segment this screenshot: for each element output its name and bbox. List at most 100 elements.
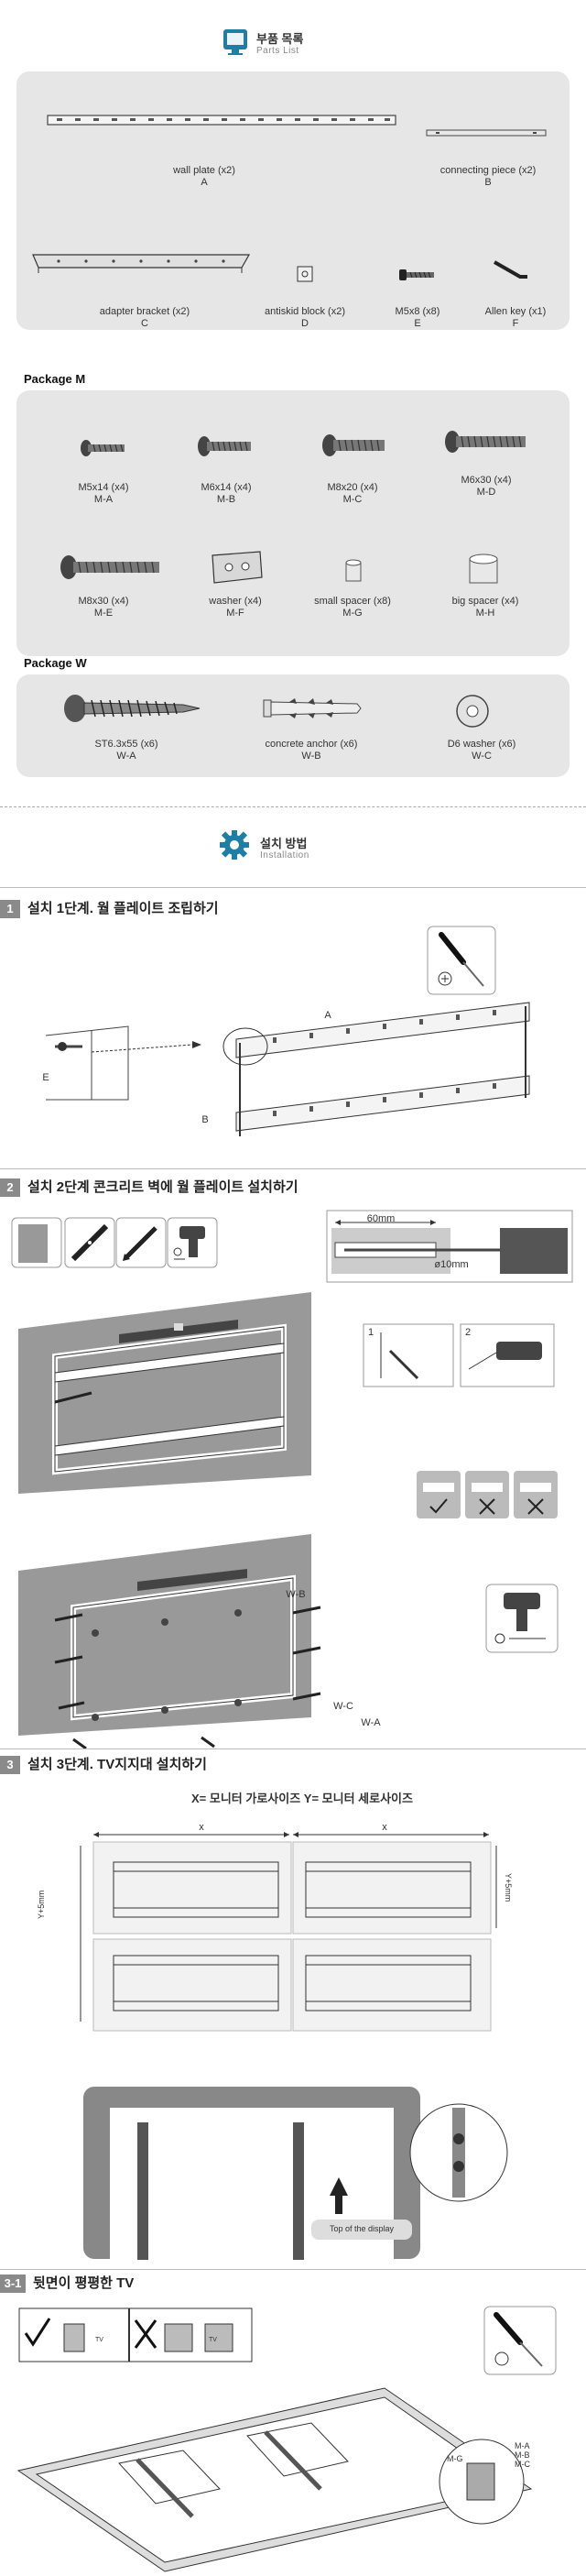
m-a-name: M5x14 (x4) [78, 482, 129, 493]
w-a-name: ST6.3x55 (x6) [94, 739, 158, 750]
m-e-name: M8x30 (x4) [78, 596, 129, 607]
part-b-letter: B [484, 177, 492, 188]
wall-plate-drawing [47, 115, 396, 126]
wall-with-plate-2 [18, 1534, 321, 1750]
screwdriver-icon [483, 2306, 557, 2375]
parts-panel: wall plate (x2) A connecting piece (x2) … [16, 71, 570, 330]
top-of-display-label: Top of the display [329, 2224, 395, 2233]
label-m-b: M-B [515, 2450, 530, 2460]
section-divider [0, 806, 586, 807]
step-number: 1 [0, 900, 20, 918]
parts-list-header: 부품 목록 Parts List [212, 26, 377, 62]
m-h-code: M-H [475, 608, 495, 619]
part-e-letter: E [414, 318, 421, 329]
label-e: E [42, 1072, 49, 1083]
tv-label-2: TV [209, 2337, 217, 2343]
w-c-name: D6 washer (x6) [447, 739, 516, 750]
part-c-name: adapter bracket (x2) [99, 306, 190, 317]
bracket-detail-circle [409, 2103, 508, 2202]
x-label-2: x [382, 1822, 387, 1833]
m-e-code: M-E [93, 608, 114, 619]
correct-incorrect-mount [18, 2307, 253, 2362]
step-3-illustration: x x Y+5mm Y+5mm Top of the display [0, 1809, 586, 2377]
label-m-c: M-C [515, 2460, 530, 2469]
allen-key-drawing [494, 260, 527, 279]
section-divider [0, 2269, 586, 2270]
wall-with-plate-1 [18, 1292, 311, 1494]
label-w-a: W-A [361, 1717, 381, 1728]
screw-m-b [198, 436, 251, 456]
label-w-b: W-B [286, 1589, 306, 1600]
tv-back-frame [83, 2087, 420, 2260]
step-title: 설치 3단계. TV지지대 설치하기 [27, 1757, 207, 1772]
m-g-name: small spacer (x8) [314, 596, 391, 607]
installation-header: 설치 방법 Installation [212, 828, 386, 865]
part-d-name: antiskid block (x2) [264, 306, 346, 317]
installation-title-en: Installation [260, 850, 309, 860]
size-legend: X= 모니터 가로사이즈 Y= 모니터 세로사이즈 [191, 1792, 413, 1805]
tv-back-mount-perspective [16, 2387, 533, 2572]
label-w-c: W-C [333, 1701, 353, 1712]
sub-step-2: 2 [464, 1327, 472, 1338]
step-title: 뒷면이 평평한 TV [33, 2275, 135, 2291]
package-w-title: Package W [24, 656, 87, 670]
part-f-letter: F [512, 318, 519, 329]
w-a-code: W-A [116, 751, 136, 762]
step-title: 설치 1단계. 월 플레이트 조립하기 [27, 901, 219, 916]
w-b-code: W-B [301, 751, 321, 762]
gear-icon [218, 828, 251, 861]
big-spacer-m-h [469, 554, 498, 584]
pencil-icon [115, 1217, 167, 1268]
w-c-code: W-C [472, 751, 492, 762]
m-b-name: M6x14 (x4) [201, 482, 252, 493]
step-3-1-heading: 3-1 뒷면이 평평한 TV [0, 2271, 586, 2296]
label-a: A [324, 1010, 331, 1021]
monitor-icon [222, 27, 249, 57]
drill-depth-diagram [326, 1210, 573, 1283]
d6-washer-w-c [456, 695, 489, 728]
part-a-letter: A [201, 177, 208, 188]
section-divider [0, 1168, 586, 1169]
x-label-1: x [199, 1822, 204, 1833]
washer-m-f [212, 551, 263, 584]
concrete-anchor-w-b [263, 698, 362, 718]
m-f-name: washer (x4) [209, 596, 262, 607]
m-a-code: M-A [93, 494, 114, 505]
y-label-left: Y+5mm [37, 1890, 46, 1919]
installation-title-ko: 설치 방법 [260, 837, 308, 850]
step-3-heading: 3 설치 3단계. TV지지대 설치하기 [0, 1752, 586, 1778]
m-d-code: M-D [476, 487, 496, 498]
mark-hole-step [363, 1323, 454, 1387]
diameter-label: ø10mm [434, 1259, 469, 1270]
screw-e-drawing [399, 269, 434, 280]
part-d-letter: D [301, 318, 309, 329]
part-f-name: Allen key (x1) [484, 306, 547, 317]
plate-position-grid [80, 1832, 497, 2032]
section-divider [0, 1748, 586, 1749]
depth-label: 60mm [366, 1213, 396, 1224]
package-m-title: Package M [24, 372, 86, 386]
part-c-letter: C [141, 318, 148, 329]
step-1-illustration: E A B [0, 926, 586, 1155]
section-divider [0, 887, 586, 888]
y-label-right: Y+5mm [504, 1873, 513, 1902]
step-number: 2 [0, 1178, 20, 1197]
package-w-panel: ST6.3x55 (x6) W-A concrete anchor (x6) W… [16, 674, 570, 777]
m-f-code: M-F [226, 608, 244, 619]
m-c-name: M8x20 (x4) [327, 482, 378, 493]
antiskid-block-drawing [297, 266, 313, 282]
screw-m-e [60, 555, 159, 579]
screw-m-d [445, 431, 526, 453]
connecting-piece-drawing [426, 129, 547, 137]
step-3-1-illustration: TV TV M-A M-B M-C M-G [0, 2298, 586, 2573]
small-spacer-m-g [345, 559, 362, 582]
step-2-illustration: 60mm ø10mm 1 2 [0, 1204, 586, 1754]
part-a-name: wall plate (x2) [173, 165, 235, 176]
drill-icon [167, 1217, 218, 1268]
step-number: 3-1 [0, 2275, 26, 2293]
step-2-heading: 2 설치 2단계 콘크리트 벽에 월 플레이트 설치하기 [0, 1175, 586, 1200]
adapter-bracket-drawing [32, 254, 251, 273]
m-g-code: M-G [342, 608, 363, 619]
label-m-a: M-A [515, 2441, 530, 2450]
parts-title-en: Parts List [256, 46, 299, 56]
